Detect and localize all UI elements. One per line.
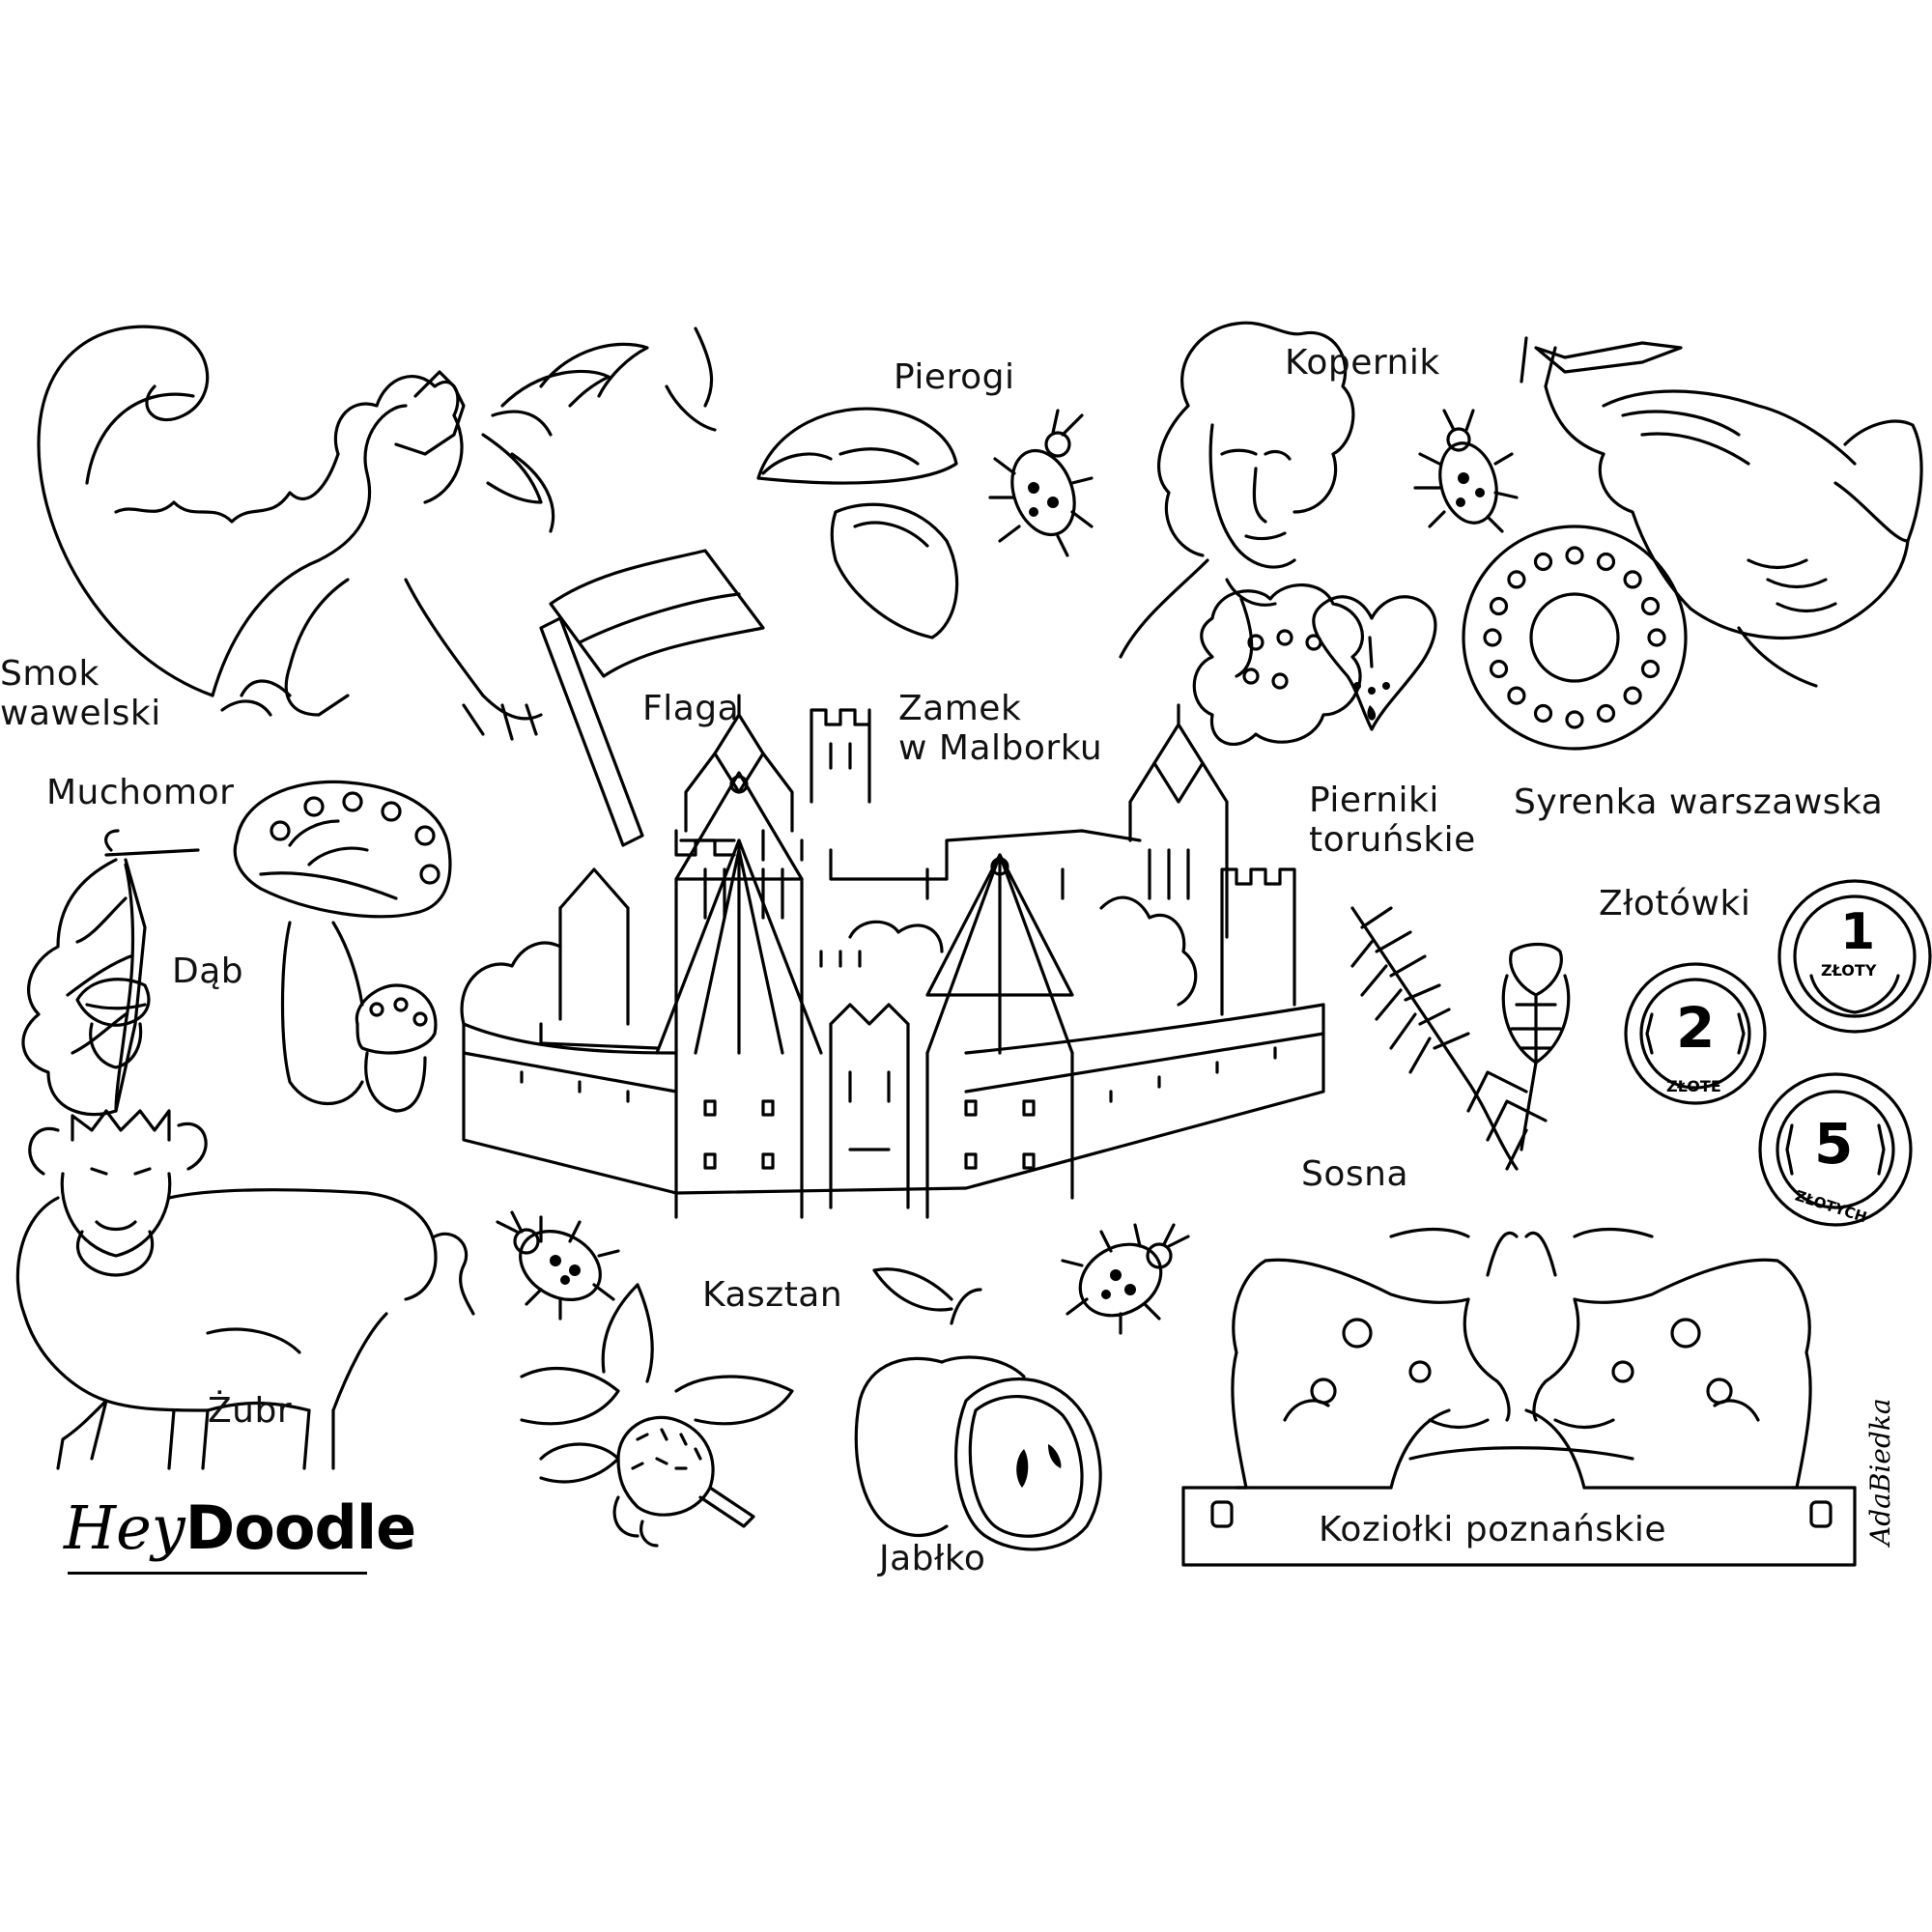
ladybug-1 [988, 409, 1094, 557]
shield-dot [1533, 552, 1553, 572]
zubr-illustration [15, 1109, 475, 1470]
apple-illustration [854, 1267, 1102, 1551]
label-pierniki: Pierniki toruńskie [1309, 781, 1476, 861]
coin-2zl [1624, 962, 1767, 1105]
label-smok-wawelski: Smok wawelski [0, 654, 161, 734]
syrenka-illustration [1520, 336, 1923, 688]
shield-dot [1489, 659, 1509, 679]
shield-dot [1596, 703, 1616, 724]
kasztan-illustration [520, 1283, 794, 1548]
label-syrenka: Syrenka warszawska [1514, 782, 1884, 822]
label-zubr: Żubr [208, 1391, 293, 1431]
coin-2-unit: ZŁOTE [1666, 1077, 1721, 1095]
shield-dot [1565, 710, 1584, 729]
koziolki-illustration [1181, 1227, 1857, 1567]
artist-signature: AdaBiedka [1864, 1398, 1896, 1546]
coin-1-unit: ZŁOTY [1821, 961, 1877, 980]
shield-dot [1533, 703, 1553, 724]
label-kopernik: Kopernik [1285, 343, 1440, 383]
label-zamek: Zamek w Malborku [898, 689, 1103, 769]
pierniki-illustration [1192, 583, 1437, 746]
shield-dot [1623, 570, 1642, 589]
label-jablko: Jabłko [879, 1539, 986, 1578]
coin-2-value: 2 [1676, 995, 1716, 1061]
coin-5-value: 5 [1814, 1111, 1854, 1177]
pierogi-illustration [756, 407, 959, 639]
brand-hey: Hey [64, 1492, 185, 1563]
shield-dot [1565, 546, 1584, 565]
label-pierogi: Pierogi [894, 357, 1015, 397]
coin-1zl [1777, 879, 1932, 1034]
ladybug-4 [1061, 1223, 1190, 1335]
shield-dot [1483, 628, 1502, 647]
brand-underline [68, 1572, 367, 1575]
brand-doodle: Doodle [185, 1492, 416, 1563]
coin-5zl [1758, 1072, 1913, 1227]
ladybug-2 [1413, 409, 1519, 533]
shield-dot [1640, 596, 1661, 616]
kopernik-illustration [1119, 321, 1355, 678]
label-koziolki: Koziołki poznańskie [1319, 1510, 1667, 1549]
label-sosna: Sosna [1301, 1154, 1409, 1194]
oak-illustration [21, 829, 200, 1117]
label-muchomor: Muchomor [46, 773, 235, 812]
shield-illustration [1462, 525, 1688, 751]
label-dab: Dąb [172, 952, 244, 991]
sosna-illustration [1350, 906, 1571, 1171]
flag-illustration [539, 549, 765, 847]
heydoodle-logo: HeyDoodle [64, 1492, 416, 1575]
muchomor-illustration [233, 780, 452, 1113]
shield-dot [1596, 552, 1616, 572]
shield-dot [1489, 596, 1509, 616]
shield-dot [1507, 686, 1526, 705]
castle-illustration [460, 694, 1325, 1219]
ladybug-3 [496, 1210, 620, 1321]
label-flaga: Flaga [642, 689, 740, 728]
shield-dot [1647, 628, 1666, 647]
shield-dot [1623, 686, 1642, 705]
dragon-illustration [37, 325, 717, 741]
shield-dot [1507, 570, 1526, 589]
label-zlotowki: Złotówki [1599, 884, 1751, 923]
shield-dot [1640, 659, 1661, 679]
label-kasztan: Kasztan [702, 1275, 843, 1315]
coin-1-value: 1 [1840, 903, 1876, 961]
